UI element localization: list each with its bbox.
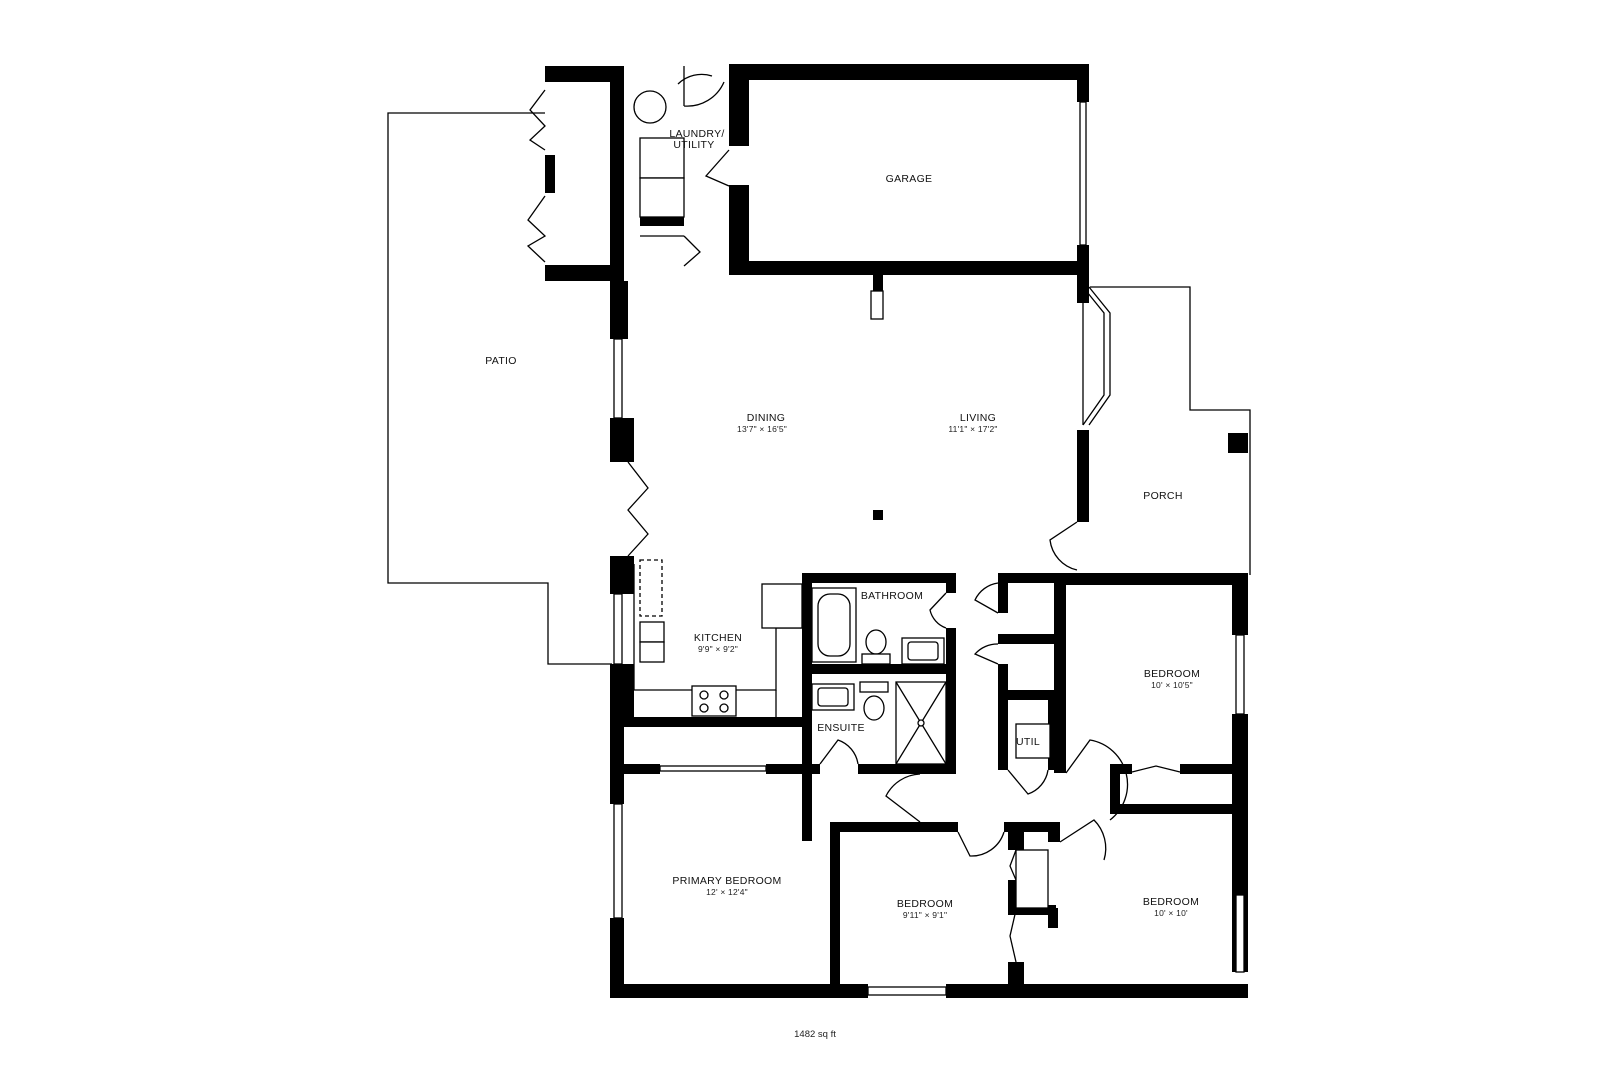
- patio-outline: [387, 112, 612, 665]
- bedroom-middle-dims: 9'11" × 9'1": [903, 910, 947, 920]
- util-label: UTIL: [1016, 736, 1040, 748]
- bedroom-middle-label: BEDROOM: [897, 898, 953, 910]
- doors: [526, 66, 1181, 963]
- primary-bedroom-dims: 12' × 12'4": [706, 887, 748, 897]
- bedroom-southeast-label: BEDROOM: [1143, 896, 1199, 908]
- total-area: 1482 sq ft: [794, 1029, 836, 1040]
- living-label: LIVING: [960, 412, 996, 424]
- living-dims: 11'1" × 17'2": [948, 424, 997, 434]
- laundry-label-line1: LAUNDRY/: [669, 128, 724, 140]
- ensuite-label: ENSUITE: [817, 722, 865, 734]
- walls: [545, 64, 1248, 998]
- porch-label: PORCH: [1143, 490, 1182, 502]
- room-labels: LAUNDRY/ UTILITY GARAGE PATIO DINING 13'…: [485, 128, 1200, 1040]
- bedroom-east-dims: 10' × 10'5": [1151, 680, 1193, 690]
- patio-label: PATIO: [485, 355, 516, 367]
- bathroom-label: BATHROOM: [861, 590, 923, 602]
- porch-outline: [1090, 286, 1251, 575]
- laundry-label-line2: UTILITY: [673, 139, 714, 151]
- primary-bedroom-label: PRIMARY BEDROOM: [672, 875, 781, 887]
- fixtures: [633, 90, 1051, 909]
- garage-label: GARAGE: [886, 173, 933, 185]
- windows: [613, 101, 1245, 996]
- kitchen-label: KITCHEN: [694, 632, 742, 644]
- bedroom-southeast-dims: 10' × 10': [1154, 908, 1188, 918]
- kitchen-dims: 9'9" × 9'2": [698, 644, 738, 654]
- dining-label: DINING: [747, 412, 786, 424]
- dining-dims: 13'7" × 16'5": [737, 424, 787, 434]
- bedroom-east-label: BEDROOM: [1144, 668, 1200, 680]
